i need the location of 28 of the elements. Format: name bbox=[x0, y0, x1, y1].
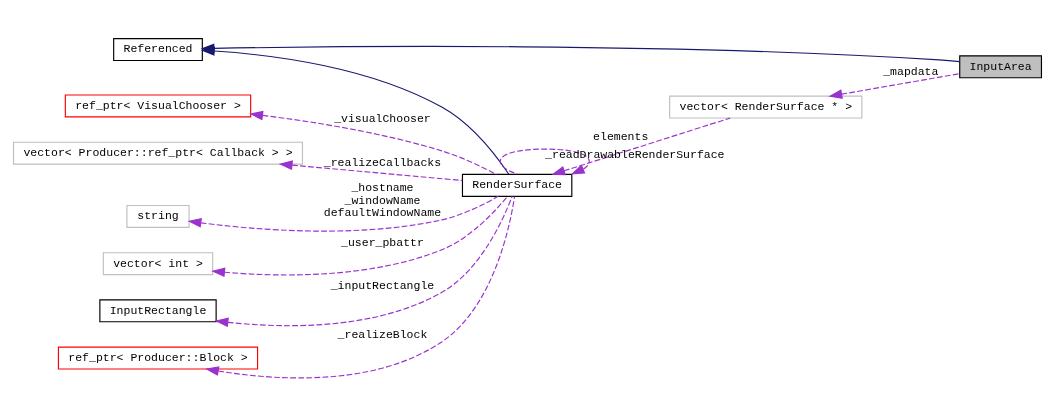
node-box: vector< int > bbox=[102, 251, 214, 275]
edge-label: _visualChooser bbox=[334, 111, 431, 125]
edge-label: _readDrawableRenderSurface bbox=[545, 147, 725, 161]
edge-label: _mapdata bbox=[883, 64, 939, 78]
arrow bbox=[205, 195, 516, 378]
edge-label: _hostname _windowName defaultWindowName bbox=[323, 180, 442, 219]
edge-label: _realizeBlock bbox=[337, 327, 428, 341]
arrow bbox=[828, 72, 961, 99]
arrow bbox=[551, 117, 731, 175]
node-box: Referenced bbox=[113, 37, 203, 61]
edge-label: _realizeCallbacks bbox=[323, 155, 442, 169]
edge-label: _inputRectangle bbox=[330, 278, 435, 292]
arrow bbox=[187, 195, 499, 232]
arrow bbox=[249, 110, 497, 175]
node-box: RenderSurface bbox=[461, 173, 573, 197]
node-box: ref_ptr< Producer::Block > bbox=[57, 346, 259, 370]
node-box: InputRectangle bbox=[99, 298, 217, 322]
node-box: vector< RenderSurface * > bbox=[669, 95, 863, 119]
node-box: ref_ptr< VisualChooser > bbox=[64, 93, 252, 117]
node-box: vector< Producer::ref_ptr< Callback > > bbox=[12, 141, 304, 165]
arrow bbox=[278, 159, 463, 181]
arrow bbox=[499, 148, 590, 175]
edge-label: _user_pbattr bbox=[341, 235, 424, 249]
node-box: string bbox=[126, 204, 190, 228]
node-box: InputArea bbox=[959, 54, 1043, 78]
arrow bbox=[211, 195, 508, 277]
edge-label: elements bbox=[593, 129, 649, 143]
arrow bbox=[214, 195, 513, 327]
